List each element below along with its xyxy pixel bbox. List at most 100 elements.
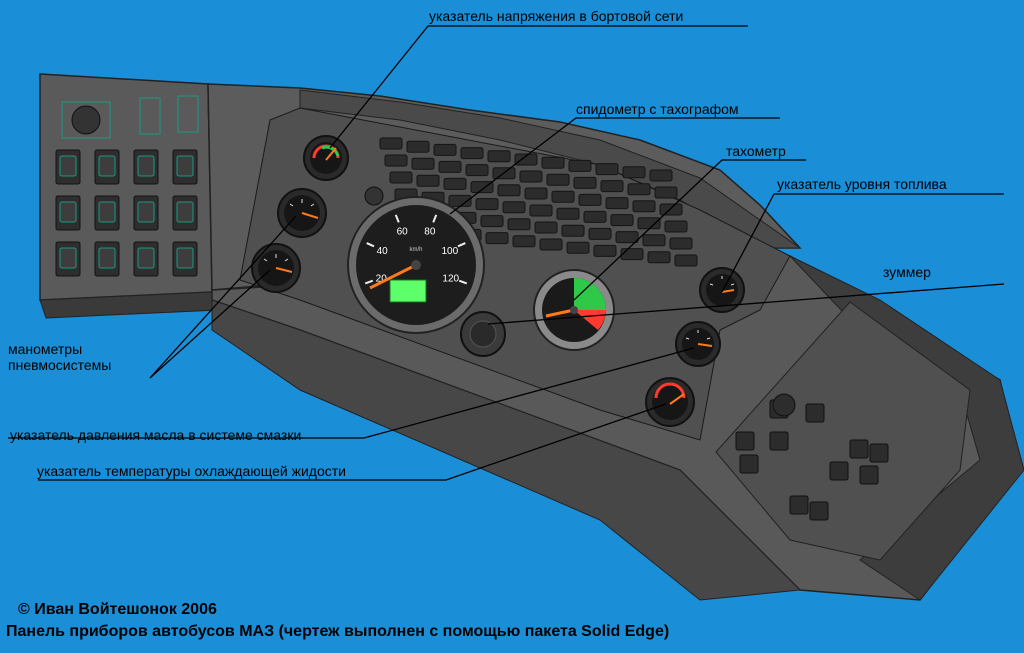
- warning-lamp: [524, 187, 548, 200]
- voltage-gauge: [303, 135, 349, 181]
- rocker-switch-face: [137, 247, 155, 269]
- speedometer-needle: [369, 263, 417, 290]
- warning-lamp: [433, 143, 457, 156]
- rocker-switch[interactable]: [809, 501, 829, 521]
- warning-lamp: [664, 220, 688, 233]
- warning-lamp: [465, 164, 489, 177]
- rocker-switch-face: [176, 155, 194, 177]
- warning-lamp: [647, 251, 671, 264]
- speedometer-tick: [394, 214, 400, 223]
- warning-lamp: [642, 234, 666, 247]
- rocker-switch[interactable]: [805, 403, 825, 423]
- rocker-switch[interactable]: [769, 431, 789, 451]
- rocker-switch[interactable]: [869, 443, 889, 463]
- coolant-temp-gauge: [645, 377, 695, 427]
- speedometer-tick-label: 40: [377, 246, 389, 257]
- warning-lamp: [487, 150, 511, 163]
- speedometer-tick-label: 100: [441, 246, 458, 257]
- warning-lamp: [546, 173, 570, 186]
- warning-lamp: [610, 214, 634, 227]
- speedometer-tick: [364, 279, 374, 285]
- rotary-switch[interactable]: [71, 105, 101, 135]
- air-pressure-gauge-2: [251, 243, 301, 293]
- warning-lamp: [539, 238, 563, 251]
- label-fuel-level: указатель уровня топлива: [777, 176, 947, 192]
- warning-lamp: [573, 176, 597, 189]
- warning-lamp: [460, 147, 484, 160]
- speedometer-tick: [458, 279, 468, 285]
- warning-lamp: [529, 204, 553, 217]
- speedometer-tick: [366, 242, 375, 248]
- right-switch-grid: [735, 399, 889, 521]
- speedometer-tick-label: 60: [397, 227, 409, 238]
- rocker-switch-face: [98, 155, 116, 177]
- rocker-switch[interactable]: [735, 431, 755, 451]
- right-switch-module: [715, 301, 971, 561]
- rocker-switch-face: [59, 247, 77, 269]
- rocker-switch-face: [137, 201, 155, 223]
- warning-lamp: [649, 169, 673, 182]
- speedometer-unit: km/h: [409, 247, 422, 253]
- rocker-switch-face: [98, 201, 116, 223]
- warning-lamp-block: [379, 137, 698, 267]
- warning-lamp: [475, 198, 499, 211]
- label-buzzer: зуммер: [883, 264, 931, 280]
- label-oil-pressure: указатель давления масла в системе смазк…: [10, 427, 302, 443]
- warning-lamp: [669, 237, 693, 250]
- warning-lamp: [512, 235, 536, 248]
- speedometer-tick-label: 120: [442, 274, 459, 285]
- warning-lamp: [615, 231, 639, 244]
- rocker-switch[interactable]: [829, 461, 849, 481]
- warning-lamp: [411, 157, 435, 170]
- warning-lamp: [514, 153, 538, 166]
- label-manometers: манометры пневмосистемы: [8, 341, 112, 373]
- panel-lower-fascia: [211, 299, 802, 601]
- warning-lamp: [566, 241, 590, 254]
- rocker-switch-face: [98, 247, 116, 269]
- fuel-gauge: [699, 267, 745, 313]
- right-rotary-knob[interactable]: [772, 393, 796, 417]
- warning-lamp: [416, 174, 440, 187]
- warning-lamp: [406, 140, 430, 153]
- label-voltage-indicator: указатель напряжения в бортовой сети: [429, 8, 684, 24]
- warning-lamp: [534, 221, 558, 234]
- indicator-slot-2: [177, 95, 199, 133]
- panel-screw: [364, 186, 384, 206]
- warning-lamp: [470, 181, 494, 194]
- warning-lamp: [443, 177, 467, 190]
- rocker-switch-face: [59, 201, 77, 223]
- warning-lamp: [507, 218, 531, 231]
- warning-lamp: [541, 156, 565, 169]
- warning-lamp: [578, 193, 602, 206]
- indicator-slot-1: [139, 97, 161, 135]
- warning-lamp: [556, 207, 580, 220]
- rocker-switch[interactable]: [789, 495, 809, 515]
- leader-lines: [8, 25, 1005, 481]
- warning-lamp: [568, 159, 592, 172]
- rocker-switch[interactable]: [739, 454, 759, 474]
- warning-lamp: [622, 166, 646, 179]
- warning-lamp: [588, 227, 612, 240]
- rocker-switch[interactable]: [859, 465, 879, 485]
- warning-lamp: [605, 197, 629, 210]
- rocker-switch-face: [176, 201, 194, 223]
- speedometer-tick: [457, 242, 466, 248]
- warning-lamp: [632, 200, 656, 213]
- tachometer-gauge: [533, 269, 615, 351]
- warning-lamp: [379, 137, 403, 150]
- warning-lamp: [620, 248, 644, 261]
- rocker-switch-face: [59, 155, 77, 177]
- rocker-switch-face: [137, 155, 155, 177]
- rocker-switch[interactable]: [849, 439, 869, 459]
- left-switch-grid: [55, 149, 198, 277]
- warning-lamp: [583, 210, 607, 223]
- warning-lamp: [595, 163, 619, 176]
- warning-lamp: [480, 215, 504, 228]
- label-coolant-temp: указатель температуры охлаждающей жидост…: [37, 463, 346, 479]
- warning-lamp: [593, 244, 617, 257]
- warning-lamp: [497, 184, 521, 197]
- warning-lamp: [485, 232, 509, 245]
- oil-pressure-gauge: [675, 321, 721, 367]
